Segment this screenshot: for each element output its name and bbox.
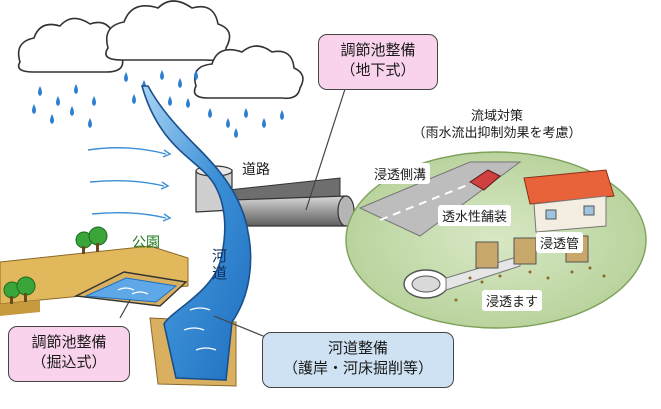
infiltration-pipe-label: 浸透管 bbox=[536, 232, 584, 253]
excavated-pond bbox=[73, 271, 188, 307]
underground-pond-callout: 調節池整備 （地下式） bbox=[318, 34, 438, 90]
underground-pond-line1: 調節池整備 bbox=[340, 41, 416, 59]
excavated-pond-line1: 調節池整備 bbox=[31, 333, 107, 351]
permeable-pavement-label: 透水性舗装 bbox=[438, 205, 512, 226]
river-improvement-callout: 河道整備 （護岸・河床掘削等） bbox=[262, 332, 454, 388]
infiltration-gutter-label: 浸透側溝 bbox=[370, 163, 431, 184]
infiltration-basin-label: 浸透ます bbox=[482, 290, 543, 311]
river-improvement-line2: （護岸・河床掘削等） bbox=[282, 358, 433, 377]
excavated-pond-line2: （掘込式） bbox=[31, 352, 107, 371]
park-label: 公園 bbox=[132, 235, 160, 251]
cloud-right-icon bbox=[193, 45, 304, 100]
underground-pipe bbox=[231, 195, 355, 227]
river-improvement-line1: 河道整備 bbox=[327, 339, 388, 357]
cloud-center-icon bbox=[105, 0, 231, 62]
underground-pond-line2: （地下式） bbox=[340, 60, 416, 79]
cloud-left-icon bbox=[17, 17, 126, 73]
road-label: 道路 bbox=[242, 162, 270, 178]
watershed-subtitle: （雨水流出抑制効果を考慮） bbox=[412, 126, 582, 141]
river-channel bbox=[140, 85, 252, 387]
watershed-title: 流域対策 bbox=[470, 109, 523, 124]
tree-icon bbox=[3, 226, 108, 304]
watershed-inset bbox=[345, 151, 647, 329]
river-label: 河道 bbox=[212, 247, 228, 282]
pointer-lines bbox=[119, 85, 347, 339]
excavated-pond-callout: 調節池整備 （掘込式） bbox=[8, 326, 130, 382]
runoff-arrows bbox=[87, 147, 172, 222]
